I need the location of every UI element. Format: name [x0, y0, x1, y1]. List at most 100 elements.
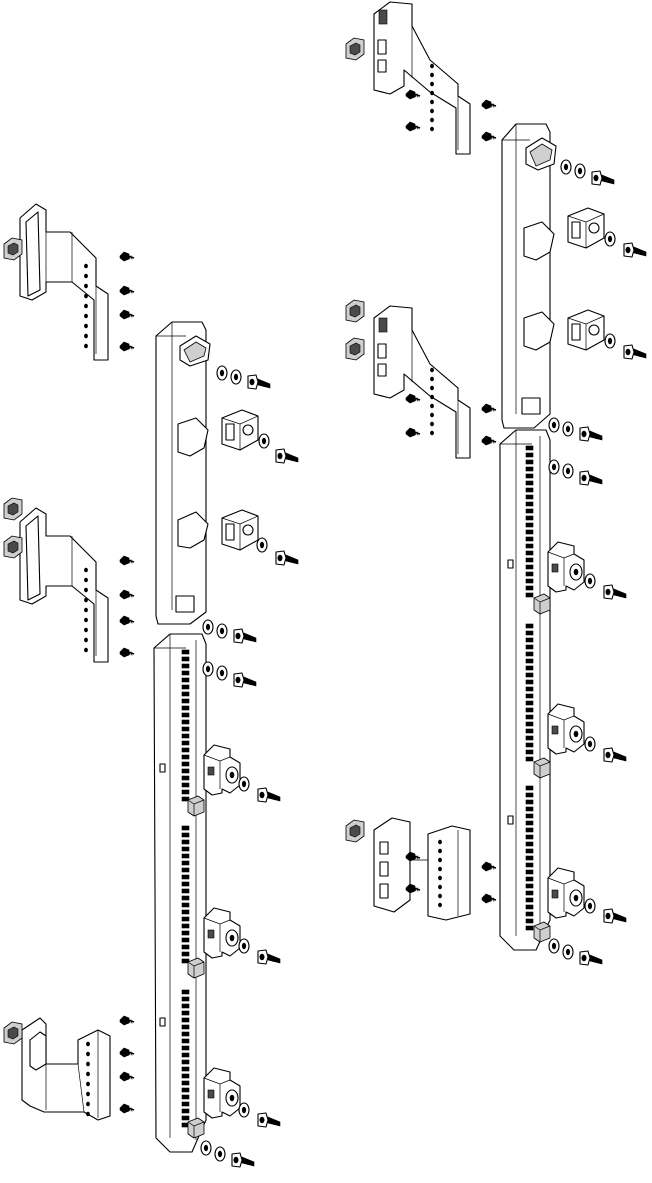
terminal-contact: [525, 862, 534, 868]
terminal-contact: [181, 768, 190, 774]
terminal-contact: [181, 1080, 190, 1086]
terminal-contact: [181, 1052, 190, 1058]
terminal-contact: [181, 1115, 190, 1121]
terminal-clamp: [547, 867, 627, 924]
terminal-contact: [181, 958, 190, 964]
washer-screw-set: [548, 459, 603, 486]
terminal-contact: [525, 700, 534, 706]
clamp-nut: [3, 1021, 23, 1045]
rail-end-cap: [221, 409, 299, 464]
washer-screw-set: [202, 619, 257, 644]
bracket-hole: [84, 273, 88, 279]
terminal-contact: [525, 911, 534, 917]
terminal-contact: [181, 853, 190, 859]
bracket-hole: [430, 117, 434, 123]
terminal-contact: [525, 473, 534, 479]
rail-end-cap: [567, 207, 647, 258]
terminal-contact: [525, 522, 534, 528]
terminal-contact: [181, 1003, 190, 1009]
wall-bracket: [373, 305, 471, 459]
terminal-contact: [181, 691, 190, 697]
terminal-contact: [181, 930, 190, 936]
bracket-hole: [430, 412, 434, 418]
bracket-hole: [84, 323, 88, 329]
rail-segment-upper: [501, 123, 557, 429]
terminal-contact: [525, 742, 534, 748]
terminal-contact: [525, 445, 534, 451]
bracket-hole: [86, 1101, 90, 1107]
clamp-nut: [345, 299, 365, 323]
terminal-contact: [181, 719, 190, 725]
terminal-contact: [525, 785, 534, 791]
bracket-hole: [430, 385, 434, 391]
terminal-contact: [181, 1101, 190, 1107]
terminal-contact: [525, 841, 534, 847]
bracket-hole: [84, 577, 88, 583]
terminal-contact: [525, 749, 534, 755]
clamp-nut: [3, 237, 23, 261]
terminal-contact: [525, 543, 534, 549]
terminal-contact: [181, 1045, 190, 1051]
bracket-hole: [438, 893, 442, 899]
terminal-contact: [525, 550, 534, 556]
bracket-hole: [84, 637, 88, 643]
washer-screw-set: [548, 417, 603, 442]
terminal-contact: [181, 649, 190, 655]
terminal-contact: [525, 890, 534, 896]
bracket-hole-column: [430, 367, 434, 436]
wall-bracket: [19, 507, 109, 663]
bracket-hole: [84, 293, 88, 299]
terminal-clamp: [203, 744, 281, 803]
terminal-contact: [181, 832, 190, 838]
terminal-contact: [181, 916, 190, 922]
terminal-contact: [181, 677, 190, 683]
terminal-contact: [181, 789, 190, 795]
bracket-hole: [84, 333, 88, 339]
terminal-contact: [525, 452, 534, 458]
terminal-contact: [525, 571, 534, 577]
wall-bracket: [373, 1, 471, 155]
terminal-contact: [181, 909, 190, 915]
bracket-hole-column: [430, 63, 434, 132]
terminal-contact: [181, 782, 190, 788]
terminal-rail: [153, 633, 207, 1153]
bracket-hole: [430, 367, 434, 373]
terminal-contact: [525, 679, 534, 685]
bracket-hole: [86, 1051, 90, 1057]
terminal-contact: [525, 869, 534, 875]
terminal-contact: [181, 1087, 190, 1093]
terminal-contact: [181, 846, 190, 852]
terminal-contact: [181, 895, 190, 901]
bracket-hole: [430, 403, 434, 409]
terminal-contact: [525, 799, 534, 805]
bracket-hole: [430, 72, 434, 78]
terminal-contact: [181, 874, 190, 880]
terminal-contact: [181, 796, 190, 802]
bracket-hole: [438, 902, 442, 908]
terminal-contact: [525, 536, 534, 542]
clamp-nut: [345, 37, 365, 61]
terminal-contact: [181, 1010, 190, 1016]
terminal-contacts: [181, 649, 205, 1139]
terminal-contact: [181, 1073, 190, 1079]
terminal-contact: [181, 761, 190, 767]
terminal-contact: [181, 951, 190, 957]
terminal-contact: [181, 989, 190, 995]
terminal-contact: [525, 585, 534, 591]
bracket-hole-column: [84, 567, 88, 653]
terminal-contact: [525, 756, 534, 762]
rail-clip: [187, 1117, 205, 1139]
bracket-hole: [84, 313, 88, 319]
terminal-contact: [181, 726, 190, 732]
terminal-contact: [525, 630, 534, 636]
bracket-hole: [84, 587, 88, 593]
bracket-hole: [438, 857, 442, 863]
rail-clip: [533, 593, 551, 615]
terminal-contact: [525, 592, 534, 598]
terminal-contact: [525, 827, 534, 833]
bracket-hole: [430, 81, 434, 87]
terminal-clamp: [203, 1067, 281, 1128]
bracket-hole: [84, 567, 88, 573]
